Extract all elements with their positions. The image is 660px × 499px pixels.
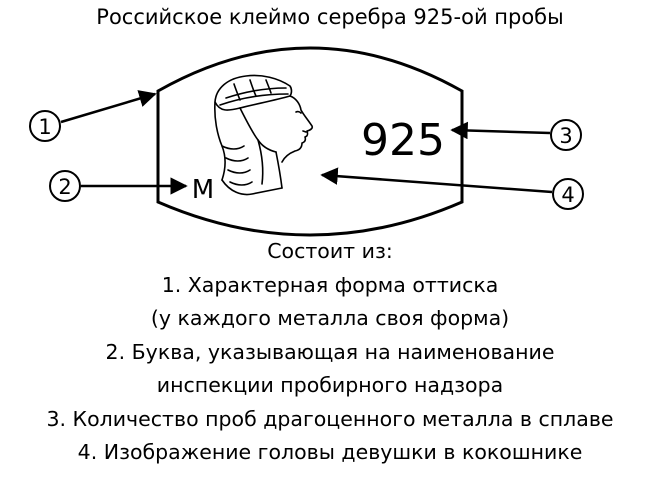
diagram-title: Российское клеймо серебра 925-ой пробы [96,5,564,29]
kokoshnik-head-icon [214,74,314,196]
fineness-number: 925 [361,115,445,166]
callout-3: 3 [450,119,582,151]
legend: Состоит из: 1. Характерная форма оттиска… [0,235,660,470]
callout-1: 1 [29,90,157,142]
legend-line-3: 2. Буква, указывающая на наименование [105,339,555,364]
callout-4-number: 4 [561,183,574,207]
callout-3-number: 3 [559,124,572,148]
inspection-letter: М [192,175,214,205]
legend-line-4: инспекции пробирного надзора [156,373,504,397]
callout-1-number: 1 [38,115,51,139]
callout-4-arrow [320,167,553,194]
stamp-outline [156,46,464,237]
legend-line-6: 4. Изображение головы девушки в кокошник… [77,440,583,464]
legend-line-5: 3. Количество проб драгоценного металла … [46,406,614,431]
legend-line-1: 1. Характерная форма оттиска [161,272,499,297]
callout-3-arrow [450,121,551,140]
callout-2: 2 [49,170,188,202]
callout-4: 4 [320,167,584,210]
callout-2-number: 2 [58,175,71,199]
legend-line-2: (у каждого металла своя форма) [150,306,510,330]
legend-heading: Состоит из: [267,239,393,263]
hallmark-diagram: 925 М 1 2 3 4 [29,46,584,237]
callout-1-arrow [60,90,157,124]
